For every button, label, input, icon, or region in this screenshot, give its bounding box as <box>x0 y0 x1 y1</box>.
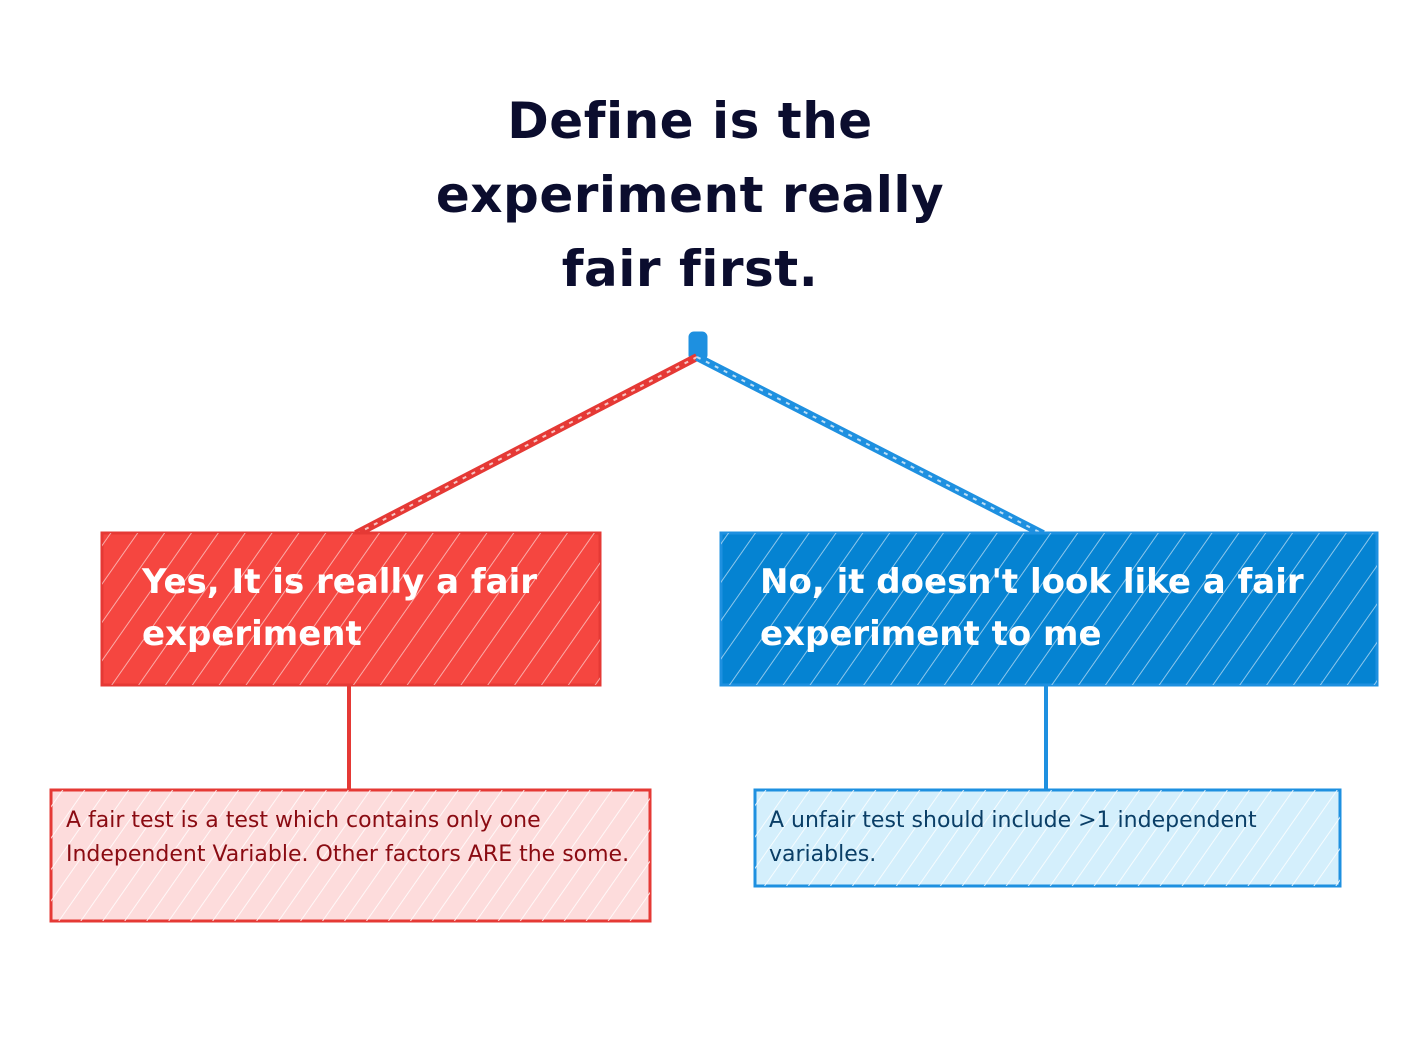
no-label: No, it doesn't look like a fair experime… <box>760 562 1304 654</box>
fair-note-box <box>49 788 652 923</box>
unfair-note-text: A unfair test should include >1 independ… <box>769 808 1257 867</box>
unfair-note-box <box>753 788 1342 888</box>
diagram-title: Define is the experiment really fair fir… <box>435 92 945 298</box>
fair-note-text: A fair test is a test which contains onl… <box>66 808 630 867</box>
branch-to-no <box>695 353 1045 538</box>
branch-to-yes <box>354 353 699 538</box>
no-box <box>719 531 1379 687</box>
yes-box <box>100 531 602 687</box>
yes-label: Yes, It is really a fair experiment <box>142 562 538 654</box>
